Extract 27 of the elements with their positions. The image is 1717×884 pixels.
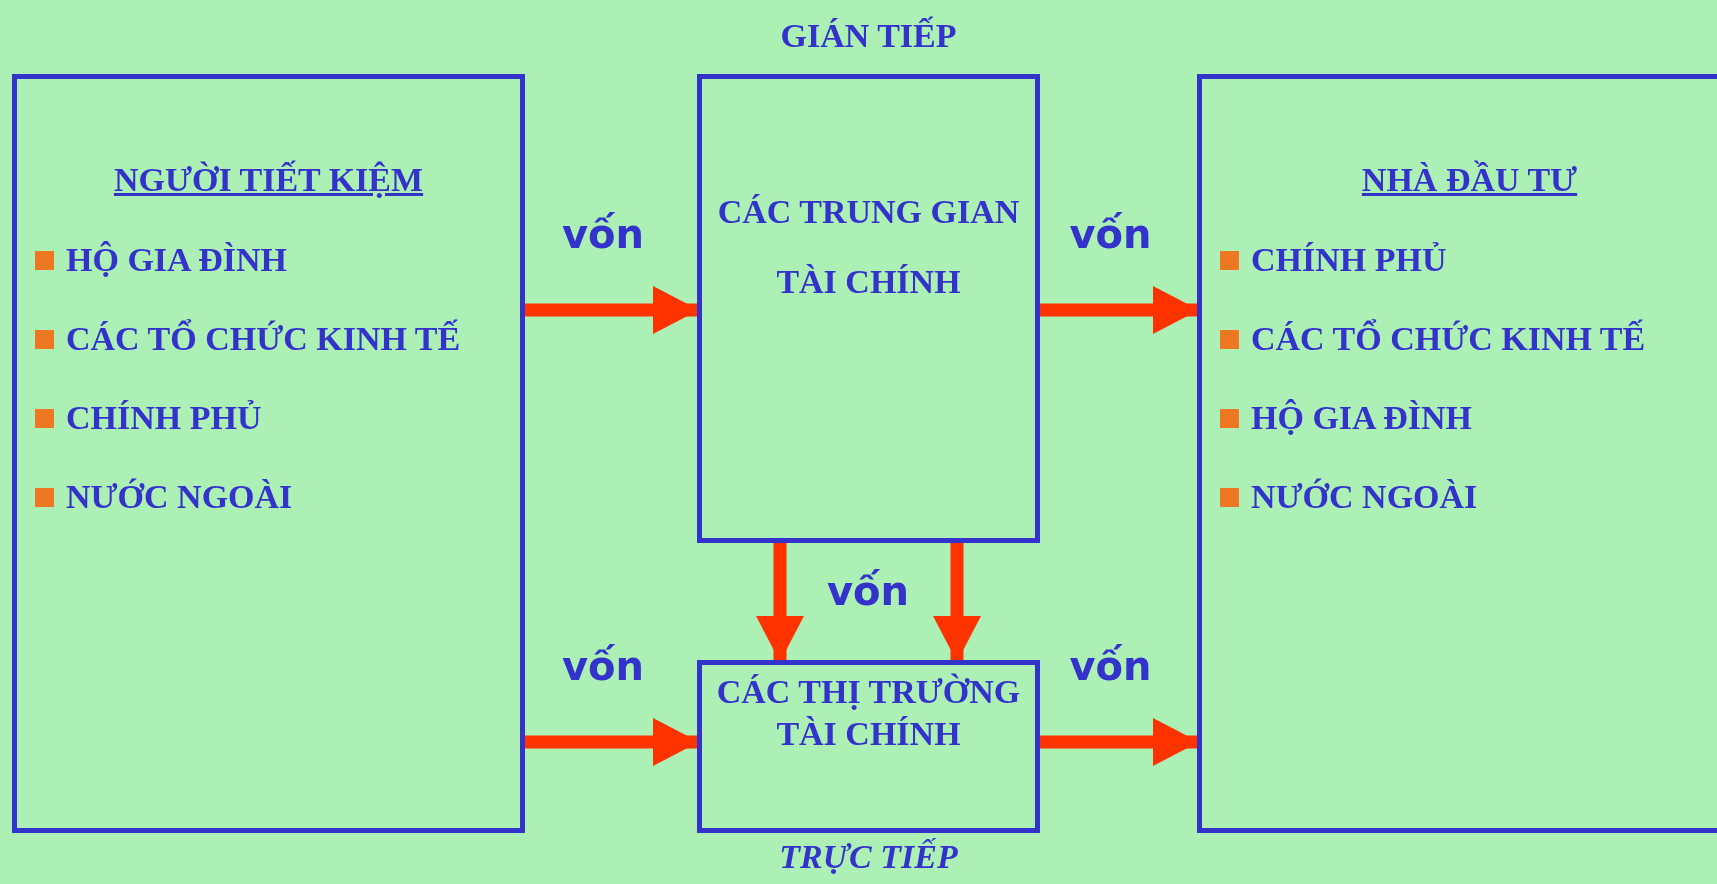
box-caption: TRỰC TIẾP <box>778 838 959 876</box>
edge-label: vốn <box>562 643 644 689</box>
list-item: CÁC TỔ CHỨC KINH TẾ <box>66 320 461 358</box>
group-box <box>12 74 525 833</box>
list-item: CHÍNH PHỦ <box>1251 241 1447 279</box>
list-item: NƯỚC NGOÀI <box>1251 478 1478 516</box>
edge-label: vốn <box>562 211 644 257</box>
box-label: CÁC THỊ TRƯỜNG TÀI CHÍNH <box>715 672 1022 754</box>
edge-label: vốn <box>827 567 909 614</box>
arrow <box>525 286 699 334</box>
group-heading: GIÁN TIẾP <box>779 17 958 55</box>
list-item: HỘ GIA ĐÌNH <box>1251 399 1473 437</box>
list-item: CHÍNH PHỦ <box>66 399 262 437</box>
arrow <box>1040 718 1199 766</box>
group-heading: NHÀ ĐẦU TƯ <box>1360 161 1579 199</box>
edge-label: vốn <box>1069 643 1152 689</box>
arrow <box>933 541 981 662</box>
arrow <box>1040 286 1199 334</box>
arrow <box>756 541 804 662</box>
box-label: CÁC TRUNG GIAN TÀI CHÍNH <box>716 192 1021 302</box>
arrow <box>525 718 699 766</box>
group-heading: NGƯỜI TIẾT KIỆM <box>112 161 425 199</box>
list-item: HỘ GIA ĐÌNH <box>66 241 288 279</box>
group-box <box>1197 74 1717 833</box>
list-item: CÁC TỔ CHỨC KINH TẾ <box>1251 320 1646 358</box>
list-item: NƯỚC NGOÀI <box>66 478 293 516</box>
edge-label: vốn <box>1069 211 1152 257</box>
